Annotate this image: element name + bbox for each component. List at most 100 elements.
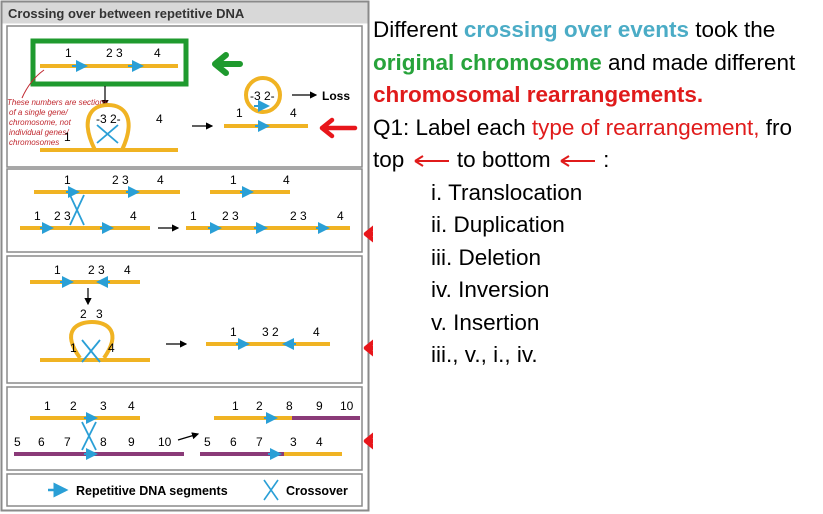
crossover-x — [81, 421, 97, 451]
locus-label: 9 — [128, 435, 135, 449]
locus-label: 1 — [44, 399, 51, 413]
locus-label: 1 — [54, 263, 61, 277]
excised-circle — [244, 76, 282, 114]
left-arrow-icon — [560, 155, 595, 167]
crossover-x — [81, 339, 101, 363]
green-pointer-arrow — [212, 52, 243, 76]
locus-label: -3 2- — [96, 112, 121, 126]
locus-label: 2 — [256, 399, 263, 413]
question-text: to bottom — [456, 147, 551, 172]
option-translocation: i. Translocation — [431, 179, 583, 205]
locus-label: 5 — [14, 435, 21, 449]
crossing-over-events-phrase: crossing over events — [463, 17, 689, 42]
locus-label: 4 — [156, 112, 163, 126]
question-text: top — [373, 147, 405, 172]
locus-label: 4 — [124, 263, 131, 277]
locus-label: 1 — [190, 209, 197, 223]
crossover-x — [96, 124, 119, 144]
locus-label: 1 — [34, 209, 41, 223]
crossing-over-figure: Crossing over between repetitive DNA 1 2… — [0, 0, 373, 512]
option-duplication: ii. Duplication — [431, 212, 565, 237]
question-text-column: Different crossing over events took the … — [373, 14, 823, 372]
type-of-rearrangement-phrase: type of rearrangement, — [531, 114, 760, 140]
locus-label: 4 — [283, 173, 290, 187]
locus-label: 3 — [290, 435, 297, 449]
intro-line-1: Different crossing over events took the — [373, 14, 823, 47]
locus-label: 2 3 — [112, 173, 129, 187]
intro-line-2: original chromosome and made different — [373, 47, 823, 80]
option-deletion: iii. Deletion — [431, 244, 542, 270]
locus-label: 3 2 — [262, 325, 279, 339]
locus-label: 4 — [108, 341, 115, 355]
panel-4 — [6, 386, 363, 471]
locus-label: 1 — [230, 173, 237, 187]
locus-label: 4 — [313, 325, 320, 339]
original-chromosome-highlight — [30, 38, 189, 87]
locus-label: 6 — [38, 435, 45, 449]
intro-line-3: chromosomal rearrangements. — [373, 79, 823, 112]
figure-header-title: Crossing over between repetitive DNA — [8, 6, 245, 21]
locus-label: 1 — [236, 106, 243, 120]
question-text: fro — [759, 114, 793, 140]
svg-text:chromosomes: chromosomes — [9, 138, 59, 147]
red-pointer-arrow — [319, 117, 358, 139]
question-text: : — [603, 147, 610, 172]
red-pointer-arrow — [363, 432, 373, 450]
locus-label: 10 — [158, 435, 172, 449]
locus-label: 3 — [100, 399, 107, 413]
locus-label: 9 — [316, 399, 323, 413]
locus-label: 1 — [230, 325, 237, 339]
locus-label: 2 — [80, 307, 87, 321]
locus-label: 1 — [64, 130, 71, 144]
question-line-1: Q1: Label each type of rearrangement, fr… — [373, 112, 823, 145]
locus-label: 4 — [154, 46, 161, 60]
locus-label: 8 — [286, 399, 293, 413]
svg-text:of a single gene/: of a single gene/ — [9, 108, 68, 117]
locus-label: 7 — [64, 435, 71, 449]
locus-label: 2 3 — [106, 46, 123, 60]
answer-line: iii., v., i., iv. — [431, 342, 538, 367]
question-line-2: top to bottom : — [373, 144, 823, 177]
locus-label: 7 — [256, 435, 263, 449]
handwritten-note: These numbers are sections of a single g… — [7, 98, 108, 147]
locus-label: -3 2- — [250, 89, 275, 103]
locus-label: 6 — [230, 435, 237, 449]
option-insertion: v. Insertion — [431, 309, 540, 335]
svg-text:chromosome, not: chromosome, not — [9, 118, 72, 127]
locus-label: 4 — [290, 106, 297, 120]
locus-label: 1 — [65, 46, 72, 60]
locus-label: 2 — [70, 399, 77, 413]
intro-text: Different — [373, 17, 464, 42]
result-arrow — [177, 432, 200, 441]
locus-label: 4 — [157, 173, 164, 187]
locus-label: 2 3 — [54, 209, 71, 223]
locus-label: 2 3 — [222, 209, 239, 223]
note-pointer-line — [21, 69, 45, 99]
locus-label: 4 — [337, 209, 344, 223]
locus-label: 2 3 — [88, 263, 105, 277]
locus-label: 4 — [128, 399, 135, 413]
left-arrow-icon — [414, 155, 449, 167]
locus-label: 3 — [96, 307, 103, 321]
locus-label: 4 — [130, 209, 137, 223]
red-pointer-arrow — [363, 339, 373, 357]
locus-label: 1 — [232, 399, 239, 413]
chromosomal-rearrangements-phrase: chromosomal rearrangements. — [373, 82, 704, 107]
locus-label: 2 3 — [290, 209, 307, 223]
original-chromosome-phrase: original chromosome — [373, 49, 602, 75]
legend-crossover-label: Crossover — [286, 484, 348, 498]
intro-text: took the — [689, 17, 776, 42]
locus-label: 1 — [64, 173, 71, 187]
locus-label: 1 — [70, 341, 77, 355]
locus-label: 8 — [100, 435, 107, 449]
option-inversion: iv. Inversion — [431, 277, 550, 302]
chromosome-loop — [69, 319, 115, 360]
question-text: Q1: Label each — [373, 114, 532, 140]
crossover-x — [69, 194, 85, 226]
locus-label: 5 — [204, 435, 211, 449]
crossover-icon — [263, 479, 279, 501]
loss-label: Loss — [322, 89, 350, 103]
svg-text:These numbers are sections: These numbers are sections — [7, 98, 108, 107]
locus-label: 10 — [340, 399, 354, 413]
svg-text:individual genes/: individual genes/ — [9, 128, 69, 137]
